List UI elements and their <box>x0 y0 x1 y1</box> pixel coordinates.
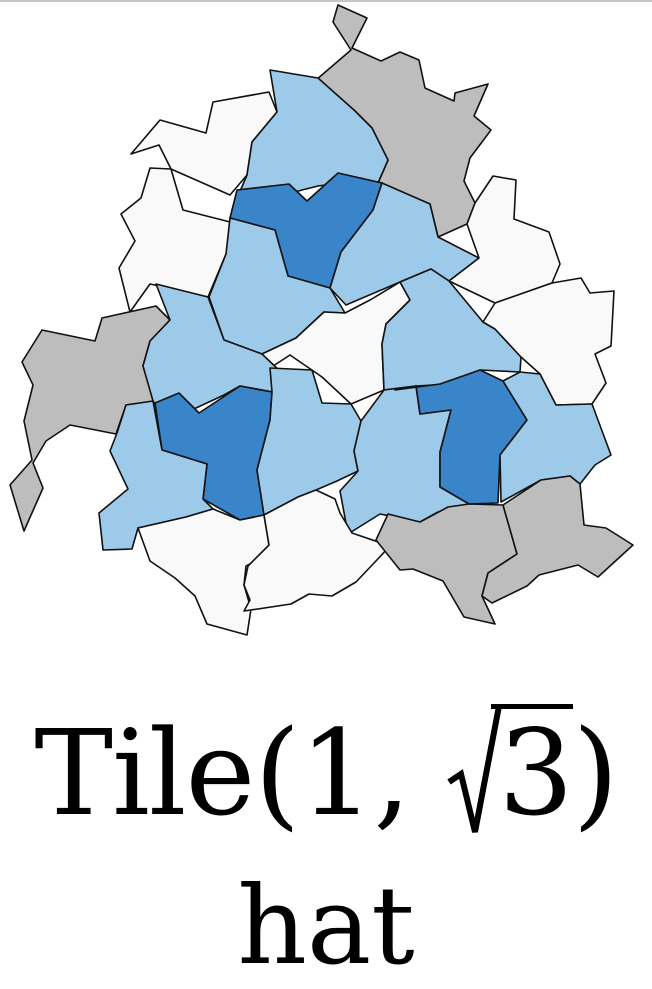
tile-title-suffix: ) <box>572 704 619 842</box>
tile-white-bottom-center <box>243 489 391 612</box>
top-divider <box>0 0 652 2</box>
tile-gray-bottom-center <box>375 503 518 625</box>
tile-title-prefix: Tile(1, <box>34 704 447 842</box>
tile-title: Tile(1, 3) <box>0 688 652 858</box>
hat-tiling-diagram <box>9 4 634 636</box>
radical-overbar <box>490 704 573 709</box>
tile-light-left <box>142 283 282 420</box>
tile-white-bottom-left <box>137 508 270 636</box>
tile-dark-right <box>394 369 528 505</box>
tile-light-center-bottom <box>256 367 362 516</box>
tile-white-left <box>118 167 239 313</box>
tile-gray-left <box>9 305 171 532</box>
tile-subtitle: hat <box>237 864 415 989</box>
tile-white-right-top <box>448 175 561 304</box>
sqrt-expression: 3 <box>446 688 574 858</box>
radical-sign-icon <box>446 705 502 833</box>
sqrt-radicand: 3 <box>498 704 574 842</box>
tile-gray-bottom-right <box>481 475 634 604</box>
